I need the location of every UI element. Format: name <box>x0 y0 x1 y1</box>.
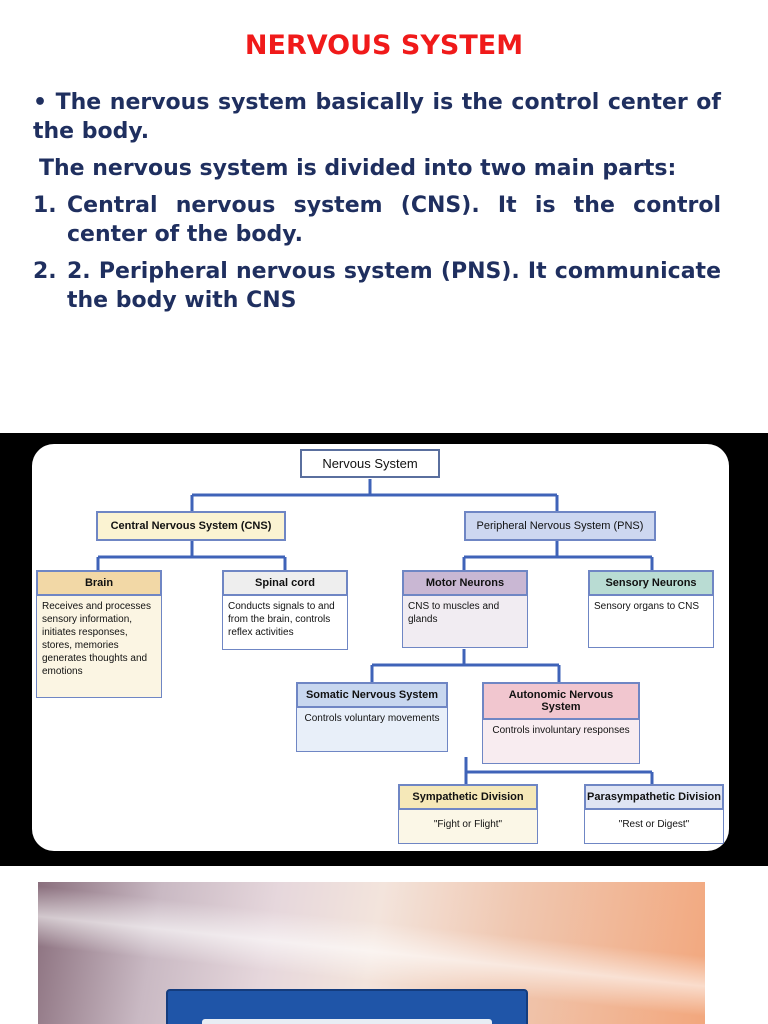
node-title: Peripheral Nervous System (PNS) <box>464 511 656 541</box>
node-pns: Peripheral Nervous System (PNS) <box>464 511 656 541</box>
node-title: Central Nervous System (CNS) <box>96 511 286 541</box>
node-cns: Central Nervous System (CNS) <box>96 511 286 541</box>
node-title: Sensory Neurons <box>588 570 714 596</box>
node-spinal-cord: Spinal cord Conducts signals to and from… <box>222 570 348 650</box>
list-text: 2. Peripheral nervous system (PNS). It c… <box>67 259 721 313</box>
diagram-frame: Nervous System Central Nervous System (C… <box>0 433 768 866</box>
slide-title-panel <box>166 989 528 1024</box>
node-description: Sensory organs to CNS <box>588 596 714 648</box>
node-title: Somatic Nervous System <box>296 682 448 708</box>
next-slide-preview <box>38 882 705 1024</box>
node-description: "Rest or Digest" <box>584 810 724 844</box>
node-brain: Brain Receives and processes sensory inf… <box>36 570 162 698</box>
slide-title-box <box>202 1019 492 1024</box>
node-description: Controls involuntary responses <box>482 720 640 764</box>
diagram-connectors <box>96 479 654 784</box>
list-number: 1. <box>33 193 57 218</box>
node-description: CNS to muscles and glands <box>402 596 528 648</box>
node-title: Brain <box>36 570 162 596</box>
node-title: Motor Neurons <box>402 570 528 596</box>
node-description: "Fight or Flight" <box>398 810 538 844</box>
node-autonomic: Autonomic Nervous System Controls involu… <box>482 682 640 764</box>
paragraph-control-center: • The nervous system basically is the co… <box>33 90 721 144</box>
node-description: Controls voluntary movements <box>296 708 448 752</box>
node-sympathetic: Sympathetic Division "Fight or Flight" <box>398 784 538 844</box>
page-title: NERVOUS SYSTEM <box>244 30 524 61</box>
node-motor-neurons: Motor Neurons CNS to muscles and glands <box>402 570 528 648</box>
list-item-cns: 1. Central nervous system (CNS). It is t… <box>33 191 721 249</box>
list-item-pns: 2. 2. Peripheral nervous system (PNS). I… <box>33 257 721 315</box>
list-number: 2. <box>33 259 57 284</box>
node-parasympathetic: Parasympathetic Division "Rest or Digest… <box>584 784 724 844</box>
node-title: Sympathetic Division <box>398 784 538 810</box>
node-description: Receives and processes sensory informati… <box>36 596 162 698</box>
node-nervous-system: Nervous System <box>300 449 440 478</box>
node-title: Nervous System <box>300 449 440 478</box>
node-sensory-neurons: Sensory Neurons Sensory organs to CNS <box>588 570 714 648</box>
nervous-system-diagram: Nervous System Central Nervous System (C… <box>32 444 729 851</box>
node-somatic: Somatic Nervous System Controls voluntar… <box>296 682 448 752</box>
node-title: Autonomic Nervous System <box>482 682 640 720</box>
intro-text: • The nervous system basically is the co… <box>33 88 721 323</box>
paragraph-two-parts: The nervous system is divided into two m… <box>39 156 677 181</box>
node-title: Parasympathetic Division <box>584 784 724 810</box>
node-description: Conducts signals to and from the brain, … <box>222 596 348 650</box>
node-title: Spinal cord <box>222 570 348 596</box>
list-text: Central nervous system (CNS). It is the … <box>67 193 721 247</box>
